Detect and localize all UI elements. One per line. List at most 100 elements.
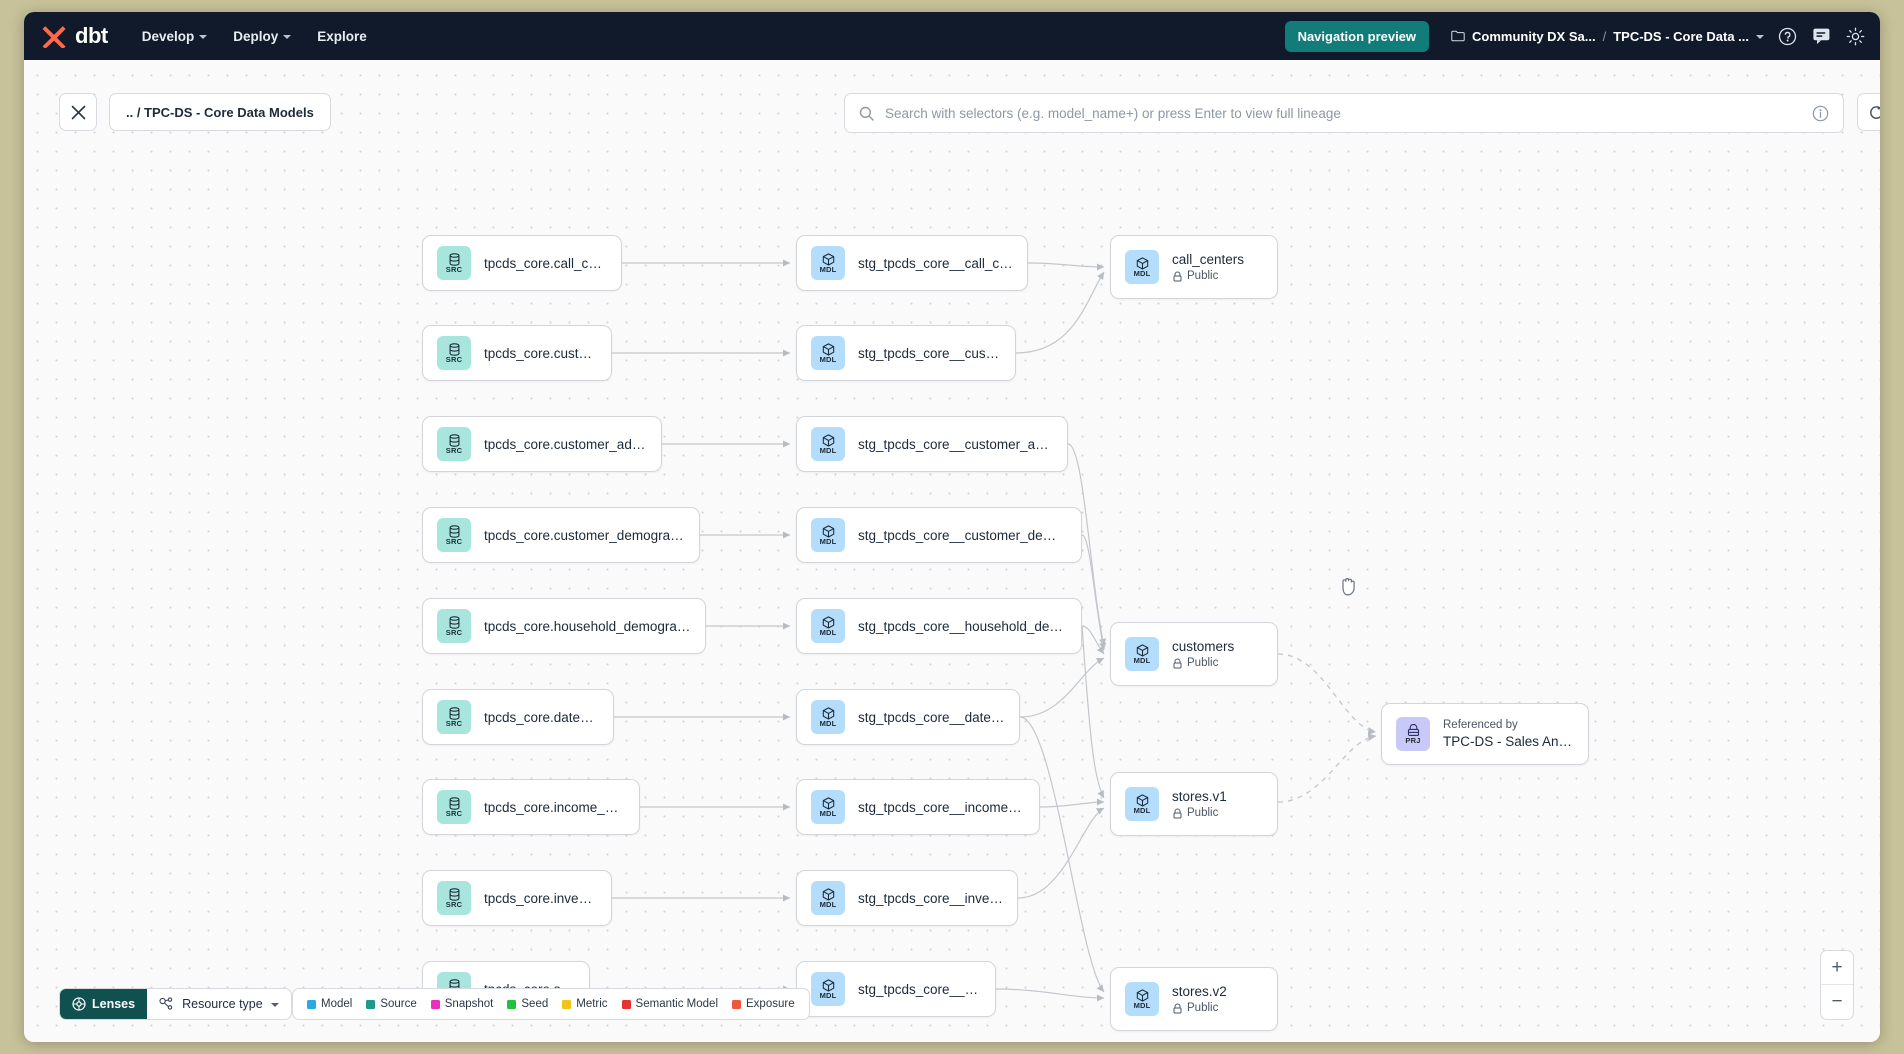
project-icon — [1407, 723, 1419, 736]
node-texts: tpcds_core.call_center — [484, 256, 607, 271]
settings-gear-icon[interactable] — [1844, 25, 1866, 47]
lenses-toolbar: Lenses Resource type — [59, 988, 292, 1020]
legend-item-source[interactable]: Source — [366, 998, 417, 1010]
legend-item-semantic-model[interactable]: Semantic Model — [621, 998, 718, 1010]
node-type-badge-label: MDL — [819, 718, 837, 728]
nav-item-develop-label: Develop — [141, 28, 195, 44]
lineage-canvas[interactable]: .. / TPC-DS - Core Data Models — [24, 60, 1880, 1042]
zoom-out-button[interactable]: − — [1831, 991, 1843, 1012]
feedback-icon[interactable] — [1810, 25, 1832, 47]
breadcrumb-project[interactable]: TPC-DS - Core Data ... — [1613, 28, 1749, 44]
nav-item-deploy[interactable]: Deploy — [233, 29, 292, 44]
node-type-badge-label: MDL — [819, 354, 837, 364]
node-type-badge-src: SRC — [437, 246, 471, 280]
chevron-down-icon[interactable] — [1756, 35, 1764, 39]
node-title: stg_tpcds_core__income_band — [858, 799, 1025, 815]
node-type-badge-label: SRC — [445, 899, 463, 909]
lock-icon — [1173, 1003, 1182, 1013]
database-icon — [449, 796, 459, 810]
node-type-badge-mdl: MDL — [811, 700, 845, 734]
cube-icon — [1136, 793, 1148, 807]
cube-icon — [1136, 988, 1148, 1002]
legend-swatch — [307, 999, 316, 1009]
cube-icon — [822, 252, 834, 266]
close-lineage-button[interactable] — [59, 93, 97, 131]
lenses-button[interactable]: Lenses — [60, 989, 148, 1019]
search-input[interactable] — [885, 105, 1801, 121]
chevron-down-icon — [283, 35, 292, 39]
help-icon[interactable] — [1776, 25, 1798, 47]
nav-item-explore[interactable]: Explore — [317, 29, 367, 44]
cube-icon — [822, 706, 834, 720]
search-bar[interactable] — [844, 93, 1844, 133]
zoom-in-button[interactable]: + — [1821, 951, 1853, 985]
node-pretitle: Referenced by — [1443, 719, 1518, 731]
node-access-badge: Public — [1172, 657, 1234, 669]
database-icon — [449, 252, 459, 266]
node-type-badge-src: SRC — [437, 790, 471, 824]
node-type-badge-mdl: MDL — [1125, 982, 1159, 1016]
graph-node-mdl-stg-household-demographics[interactable]: MDLstg_tpcds_core__household_demogr... — [796, 598, 1082, 654]
legend-label: Source — [380, 998, 417, 1010]
dbt-logo[interactable]: dbt — [42, 23, 108, 49]
graph-node-src-customer[interactable]: SRC tpcds_core.customer — [422, 325, 612, 381]
node-type-badge-label: MDL — [819, 899, 837, 909]
nav-item-develop[interactable]: Develop — [142, 29, 208, 44]
graph-node-mdl-stg-customer-demographics[interactable]: MDLstg_tpcds_core__customer_demogra... — [796, 507, 1082, 563]
cube-icon — [822, 887, 834, 901]
breadcrumb[interactable]: Community DX Sa... / TPC-DS - Core Data … — [1451, 29, 1764, 44]
database-icon — [449, 342, 459, 356]
resource-type-label: Resource type — [182, 997, 263, 1011]
navigation-preview-button[interactable]: Navigation preview — [1284, 20, 1430, 52]
legend-item-model[interactable]: Model — [307, 998, 352, 1010]
legend-item-metric[interactable]: Metric — [562, 998, 608, 1010]
chevron-down-icon — [270, 1003, 279, 1007]
refresh-button[interactable] — [1857, 93, 1880, 131]
info-icon[interactable] — [1812, 105, 1829, 122]
node-texts: stg_tpcds_core__store — [858, 982, 981, 997]
node-type-badge-src: SRC — [437, 336, 471, 370]
node-type-badge-prj: PRJ — [1396, 717, 1430, 751]
resource-type-dropdown[interactable]: Resource type — [147, 989, 291, 1019]
path-breadcrumb-chip[interactable]: .. / TPC-DS - Core Data Models — [109, 93, 331, 131]
node-title: stg_tpcds_core__customer_demogra... — [858, 527, 1067, 543]
graph-node-src-customer-address[interactable]: SRC tpcds_core.customer_address — [422, 416, 662, 472]
refresh-icon — [1869, 105, 1880, 119]
cube-icon — [822, 796, 834, 810]
legend-swatch — [366, 999, 376, 1009]
lineage-edges — [590, 259, 1377, 1002]
node-texts: tpcds_core.customer_demographics — [484, 528, 685, 543]
node-texts: tpcds_core.customer_address — [484, 437, 647, 452]
node-title: stg_tpcds_core__call_center — [858, 255, 1013, 271]
node-type-badge-src: SRC — [437, 427, 471, 461]
nav-item-explore-label: Explore — [317, 28, 367, 44]
legend-item-snapshot[interactable]: Snapshot — [430, 998, 493, 1010]
legend-item-seed[interactable]: Seed — [507, 998, 548, 1010]
dbt-logo-icon — [42, 26, 66, 48]
node-title: stores.v1 — [1172, 789, 1227, 804]
breadcrumb-account[interactable]: Community DX Sa... — [1472, 28, 1596, 44]
node-texts: tpcds_core.customer — [484, 346, 597, 361]
legend-item-exposure[interactable]: Exposure — [732, 998, 795, 1010]
graph-node-src-call-center[interactable]: SRC tpcds_core.call_center — [422, 235, 622, 291]
